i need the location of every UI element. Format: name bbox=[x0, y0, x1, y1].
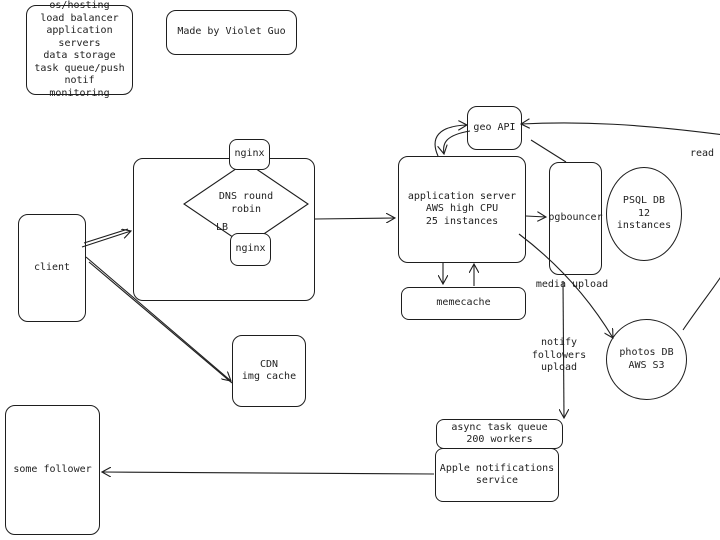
geo-api-node: geo API bbox=[467, 106, 522, 150]
photos-db-label: photos DB AWS S3 bbox=[619, 347, 674, 371]
components-note-text: os/hosting load balancer application ser… bbox=[34, 0, 125, 99]
psql-db-node: PSQL DB 12 instances bbox=[606, 167, 682, 261]
pgbouncer-label: pgbouncer bbox=[548, 212, 603, 224]
geo-to-app-arrow bbox=[444, 130, 471, 154]
client-to-cdn-arrow bbox=[85, 256, 231, 381]
media-upload-label: media upload bbox=[535, 279, 609, 290]
apple-notifications-label: Apple notifications service bbox=[439, 462, 555, 487]
read-label: read bbox=[690, 148, 715, 159]
nginx-bottom-label: nginx bbox=[235, 243, 266, 255]
load-balancer-container bbox=[133, 158, 315, 301]
credit-note: Made by Violet Guo bbox=[166, 10, 297, 55]
lb-label: LB bbox=[215, 222, 229, 233]
components-note: os/hosting load balancer application ser… bbox=[26, 0, 133, 99]
notify-followers-label: notify followers upload bbox=[531, 337, 587, 373]
app-to-photos-arrow bbox=[518, 233, 613, 338]
client-node: client bbox=[18, 214, 86, 322]
follower-node: some follower bbox=[5, 405, 100, 535]
apple-notifications-node: Apple notifications service bbox=[435, 448, 559, 502]
dns-round-robin-label: DNS round robin bbox=[218, 191, 274, 215]
app-to-geo-arrow bbox=[434, 125, 467, 157]
async-task-queue-label: async task queue 200 workers bbox=[451, 421, 548, 446]
memecache-label: memecache bbox=[436, 297, 491, 309]
cdn-node: CDN img cache bbox=[232, 335, 306, 407]
app-to-pgbouncer-arrow bbox=[525, 216, 546, 217]
psql-db-label: PSQL DB 12 instances bbox=[616, 195, 672, 232]
client-to-lb-line-2 bbox=[83, 228, 129, 244]
nginx-bottom-node: nginx bbox=[230, 233, 271, 266]
client-to-lb-arrow bbox=[81, 231, 131, 248]
follower-label: some follower bbox=[13, 463, 92, 475]
memecache-node: memecache bbox=[401, 287, 526, 320]
photos-to-geo-read-arrow bbox=[521, 123, 720, 331]
application-server-label: application server AWS high CPU 25 insta… bbox=[407, 190, 517, 227]
pgbouncer-to-geo-line bbox=[530, 139, 567, 163]
lb-to-app-arrow bbox=[314, 218, 395, 219]
app-to-task-queue-arrow bbox=[563, 280, 564, 418]
application-server-node: application server AWS high CPU 25 insta… bbox=[398, 156, 526, 263]
geo-api-label: geo API bbox=[473, 121, 516, 133]
pgbouncer-node: pgbouncer bbox=[548, 162, 603, 275]
nginx-top-node: nginx bbox=[229, 139, 270, 170]
client-to-cdn-line-2 bbox=[88, 261, 233, 384]
nginx-top-label: nginx bbox=[234, 148, 265, 160]
async-task-queue-node: async task queue 200 workers bbox=[436, 419, 563, 449]
client-label: client bbox=[33, 261, 71, 273]
apple-to-follower-arrow bbox=[102, 472, 435, 474]
credit-text: Made by Violet Guo bbox=[177, 26, 286, 38]
photos-db-node: photos DB AWS S3 bbox=[606, 319, 687, 400]
cdn-label: CDN img cache bbox=[241, 358, 297, 383]
